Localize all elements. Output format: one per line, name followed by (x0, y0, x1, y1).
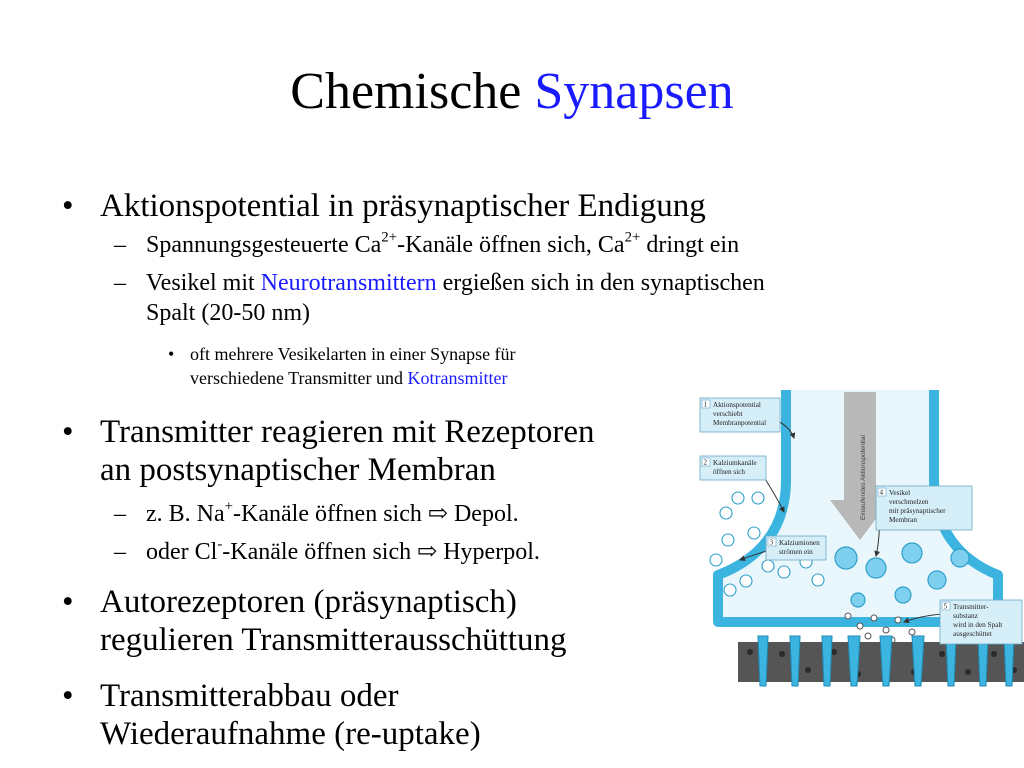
sub-bullet-1-2: –Vesikel mit Neurotransmittern ergießen … (114, 268, 765, 328)
label-line: Vesikel (889, 489, 910, 497)
vesicle (894, 586, 912, 604)
label-line: strömen ein (779, 548, 813, 556)
bullet-4-text: Transmitterabbau oder (100, 678, 399, 714)
label-line: verschiebt (713, 410, 743, 418)
label-4: 4 Vesikel verschmelzen mit präsynaptisch… (875, 485, 973, 531)
dash-marker: – (114, 270, 126, 296)
label-5: 5 Transmitter- substanz wird in den Spal… (939, 599, 1023, 645)
bullet-marker: • (62, 188, 74, 224)
sub-bullet-text: Hyperpol. (437, 539, 540, 565)
bullet-2-text: Transmitter reagieren mit Rezeptoren (100, 414, 595, 450)
sub-bullet-2-2: –oder Cl--Kanäle öffnen sich ⇨ Hyperpol. (114, 536, 540, 567)
label-2: 2 Kalziumkanäle öffnen sich (699, 455, 767, 481)
label-number: 4 (880, 489, 884, 497)
receptors (757, 635, 1015, 687)
bullet-marker: • (62, 678, 74, 714)
sub-sub-bullet-1: • oft mehrere Vesikelarten in einer Synap… (168, 342, 516, 390)
label-number: 5 (944, 603, 948, 611)
label-line: Transmitter- (953, 603, 989, 611)
label-line: mit präsynaptischer (889, 507, 946, 515)
title-part-2: Synapsen (534, 63, 734, 120)
sub-bullet-text: Spalt (20-50 nm) (146, 300, 310, 326)
sub-bullet-text: Depol. (447, 501, 519, 527)
sub-sub-bullet-text: oft mehrere Vesikelarten in einer Synaps… (190, 344, 516, 364)
cotransmitter-link[interactable]: Kotransmitter (407, 368, 508, 388)
bullet-marker: • (168, 344, 175, 364)
arrow-icon: ⇨ (417, 539, 438, 565)
label-line: wird in den Spalt (953, 621, 1002, 629)
superscript: 2+ (624, 229, 641, 246)
arrow-label: Einlaufendes Aktionspotential (860, 435, 867, 520)
superscript: + (224, 498, 234, 515)
dash-marker: – (114, 232, 126, 258)
label-1: 1 Aktionspotential verschiebt Membranpot… (699, 397, 781, 433)
label-line: verschmelzen (889, 498, 929, 506)
vesicle (850, 592, 866, 608)
sub-bullet-text: oder Cl (146, 539, 218, 565)
label-3: 3 Kalziumionen strömen ein (765, 535, 827, 561)
sub-bullet-text: z. B. Na (146, 501, 225, 527)
superscript: - (217, 536, 223, 553)
bullet-marker: • (62, 584, 74, 620)
vesicle (950, 548, 970, 568)
bullet-marker: • (62, 414, 74, 450)
sub-bullet-text: -Kanäle öffnen sich (222, 539, 418, 565)
action-potential-arrow (830, 392, 890, 540)
label-line: Kalziumkanäle (713, 459, 757, 467)
arrow-icon: ⇨ (427, 501, 448, 527)
superscript: 2+ (381, 229, 398, 246)
sub-bullet-text: -Kanäle öffnen sich, Ca (397, 232, 625, 258)
sub-bullet-2-1: –z. B. Na+-Kanäle öffnen sich ⇨ Depol. (114, 498, 519, 529)
sub-bullet-1-1: –Spannungsgesteuerte Ca2+-Kanäle öffnen … (114, 229, 740, 260)
bullet-3-text: Autorezeptoren (präsynaptisch) (100, 584, 517, 620)
bullet-3-text: regulieren Transmitterausschüttung (100, 622, 567, 658)
synapse-diagram: Einlaufendes Aktionspotential (699, 390, 1024, 687)
bullet-1: • Aktionspotential in präsynaptischer End… (62, 187, 706, 225)
label-line: Aktionspotential (713, 401, 761, 409)
label-line: Membran (889, 516, 917, 524)
calcium-ions (709, 491, 825, 597)
neurotransmitter-link[interactable]: Neurotransmittern (260, 270, 437, 296)
bullet-1-text: Aktionspotential in präsynaptischer Endi… (100, 188, 706, 224)
label-line: Membranpotential (713, 419, 766, 427)
bullet-4-text: Wiederaufnahme (re-uptake) (100, 716, 481, 752)
bullet-3: • Autorezeptoren (präsynaptisch)reguliere… (62, 583, 567, 659)
vesicle (865, 557, 887, 579)
label-number: 3 (770, 539, 774, 547)
label-number: 2 (704, 459, 708, 467)
label-line: Kalziumionen (779, 539, 820, 547)
sub-sub-bullet-text: verschiedene Transmitter und (190, 368, 408, 388)
dash-marker: – (114, 501, 126, 527)
sub-bullet-text: dringt ein (640, 232, 740, 258)
slide-title: Chemische Synapsen (0, 62, 1024, 122)
label-line: ausgeschüttet (953, 630, 992, 638)
bullet-2-text: an postsynaptischer Membran (100, 452, 496, 488)
vesicle (927, 570, 947, 590)
label-number: 1 (704, 401, 708, 409)
sub-bullet-text: -Kanäle öffnen sich (233, 501, 428, 527)
vesicle-group (834, 542, 970, 608)
sub-bullet-text: Spannungsgesteuerte Ca (146, 232, 382, 258)
dash-marker: – (114, 539, 126, 565)
sub-bullet-text: ergießen sich in den synaptischen (436, 270, 765, 296)
label-line: substanz (953, 612, 978, 620)
sub-bullet-text: Vesikel mit (146, 270, 261, 296)
vesicle (834, 546, 858, 570)
label-line: öffnen sich (713, 468, 745, 476)
title-part-1: Chemische (290, 63, 522, 120)
vesicle (901, 542, 923, 564)
